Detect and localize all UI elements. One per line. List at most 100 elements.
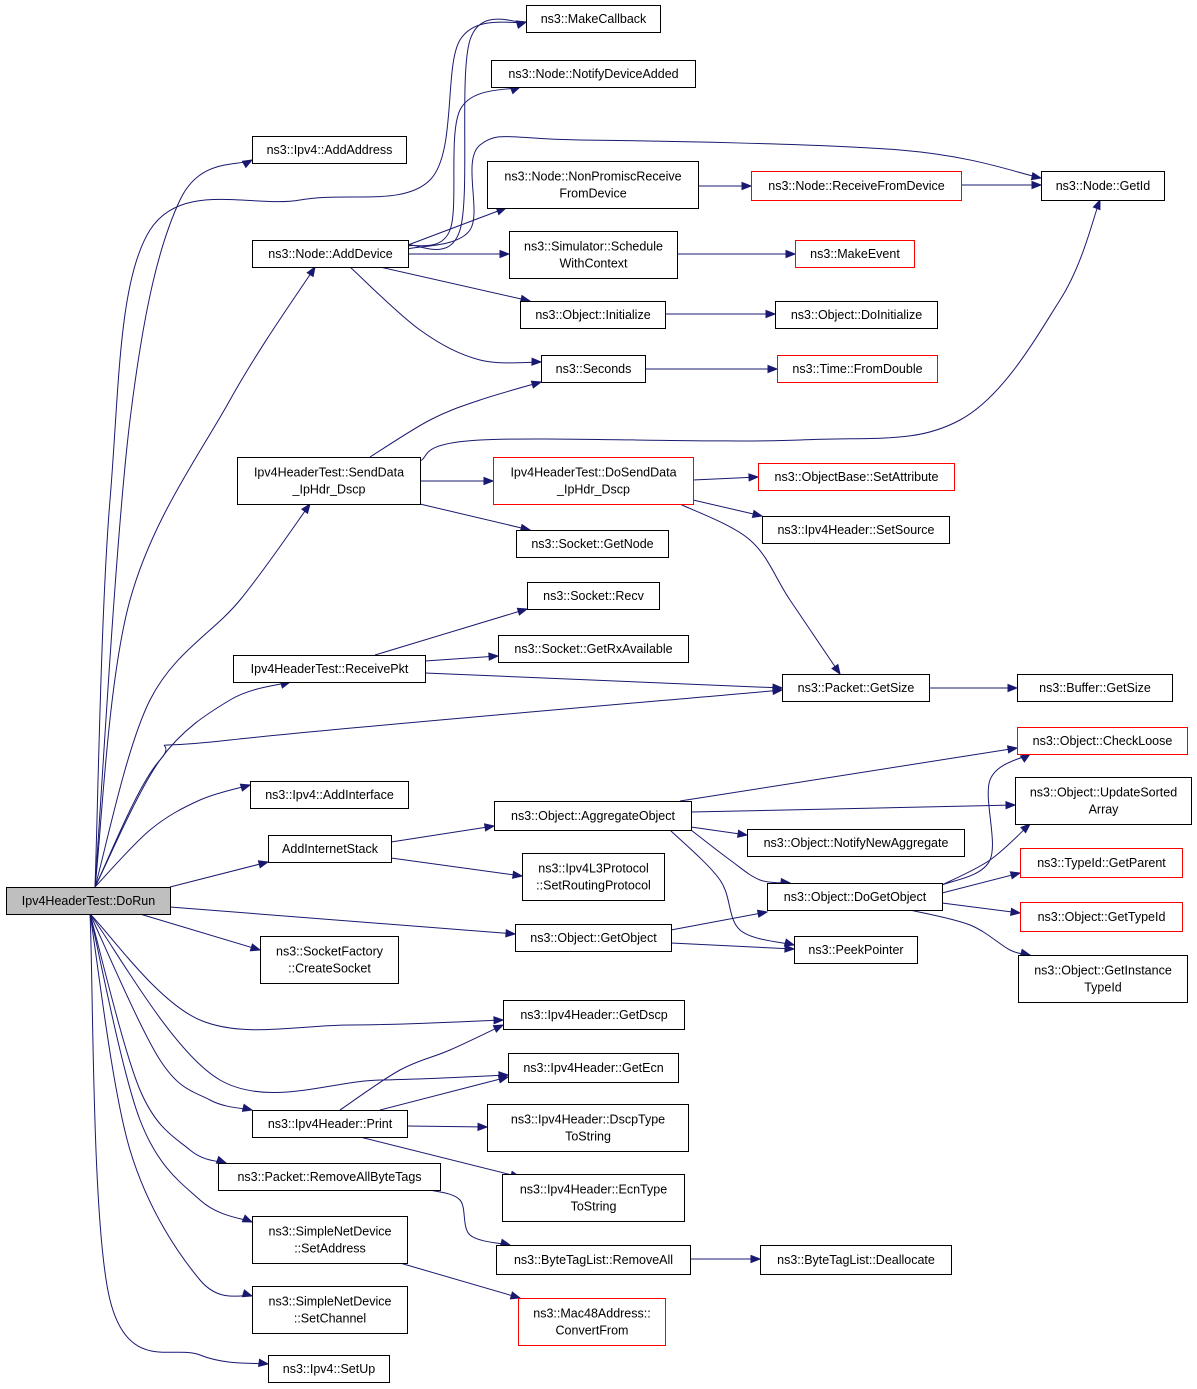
node-setsource[interactable]: ns3::Ipv4Header::SetSource <box>762 516 950 544</box>
node-box[interactable] <box>250 781 409 809</box>
node-setup[interactable]: ns3::Ipv4::SetUp <box>268 1355 390 1383</box>
node-box[interactable] <box>496 1245 691 1275</box>
node-makeevent[interactable]: ns3::MakeEvent <box>795 240 915 268</box>
node-box[interactable] <box>541 355 646 383</box>
node-box[interactable] <box>1041 171 1165 201</box>
node-box[interactable] <box>751 171 962 201</box>
node-box[interactable] <box>1020 902 1183 932</box>
node-btlrmall[interactable]: ns3::ByteTagList::RemoveAll <box>496 1245 691 1275</box>
node-box[interactable] <box>494 801 692 831</box>
node-box[interactable] <box>777 355 938 383</box>
node-box[interactable] <box>516 530 669 558</box>
node-box[interactable] <box>503 1000 685 1030</box>
node-box[interactable] <box>1015 777 1192 825</box>
node-box[interactable] <box>268 835 392 863</box>
node-box[interactable] <box>487 161 699 209</box>
node-btldealloc[interactable]: ns3::ByteTagList::Deallocate <box>760 1245 952 1275</box>
node-box[interactable] <box>518 1298 666 1346</box>
node-receivepkt[interactable]: Ipv4HeaderTest::ReceivePkt <box>233 655 426 683</box>
node-makecb[interactable]: ns3::MakeCallback <box>526 5 661 33</box>
node-addinet[interactable]: AddInternetStack <box>268 835 392 863</box>
node-box[interactable] <box>760 1245 952 1275</box>
node-notifynew[interactable]: ns3::Object::NotifyNewAggregate <box>747 829 965 857</box>
node-box[interactable] <box>218 1163 441 1191</box>
node-box[interactable] <box>758 463 955 491</box>
node-box[interactable] <box>502 1174 685 1222</box>
node-box[interactable] <box>260 936 399 984</box>
node-print[interactable]: ns3::Ipv4Header::Print <box>252 1110 408 1138</box>
node-box[interactable] <box>487 1104 689 1152</box>
node-box[interactable] <box>775 301 938 329</box>
node-gettypeid[interactable]: ns3::Object::GetTypeId <box>1020 902 1183 932</box>
node-box[interactable] <box>747 829 965 857</box>
node-box[interactable] <box>1017 727 1188 755</box>
node-box[interactable] <box>522 853 665 901</box>
node-dorun[interactable]: Ipv4HeaderTest::DoRun <box>6 887 171 915</box>
node-box[interactable] <box>782 674 930 702</box>
node-setchannel[interactable]: ns3::SimpleNetDevice::SetChannel <box>252 1286 408 1334</box>
node-convfrom[interactable]: ns3::Mac48Address::ConvertFrom <box>518 1298 666 1346</box>
node-setattr[interactable]: ns3::ObjectBase::SetAttribute <box>758 463 955 491</box>
node-getecn[interactable]: ns3::Ipv4Header::GetEcn <box>508 1053 679 1083</box>
node-box[interactable] <box>498 635 689 663</box>
node-objdoinit[interactable]: ns3::Object::DoInitialize <box>775 301 938 329</box>
node-box[interactable] <box>515 924 672 952</box>
node-box[interactable] <box>6 887 171 915</box>
node-recv[interactable]: ns3::Socket::Recv <box>527 582 660 610</box>
node-box[interactable] <box>526 5 661 33</box>
node-box[interactable] <box>252 1110 408 1138</box>
node-box[interactable] <box>795 240 915 268</box>
node-ipv4addif[interactable]: ns3::Ipv4::AddInterface <box>250 781 409 809</box>
node-getnode[interactable]: ns3::Socket::GetNode <box>516 530 669 558</box>
node-getparent[interactable]: ns3::TypeId::GetParent <box>1020 848 1183 878</box>
node-recvfromdev[interactable]: ns3::Node::ReceiveFromDevice <box>751 171 962 201</box>
node-getdscp[interactable]: ns3::Ipv4Header::GetDscp <box>503 1000 685 1030</box>
node-senddata[interactable]: Ipv4HeaderTest::SendData_IpHdr_Dscp <box>237 457 421 505</box>
node-fromdouble[interactable]: ns3::Time::FromDouble <box>777 355 938 383</box>
node-pktgetsize[interactable]: ns3::Packet::GetSize <box>782 674 930 702</box>
node-box[interactable] <box>233 655 426 683</box>
node-peekptr[interactable]: ns3::PeekPointer <box>794 936 918 964</box>
node-notifydev[interactable]: ns3::Node::NotifyDeviceAdded <box>491 60 696 88</box>
node-rmallbyte[interactable]: ns3::Packet::RemoveAllByteTags <box>218 1163 441 1191</box>
node-box[interactable] <box>491 60 696 88</box>
node-box[interactable] <box>268 1355 390 1383</box>
node-getrxavail[interactable]: ns3::Socket::GetRxAvailable <box>498 635 689 663</box>
node-objinit[interactable]: ns3::Object::Initialize <box>520 301 666 329</box>
node-sockcreate[interactable]: ns3::SocketFactory::CreateSocket <box>260 936 399 984</box>
node-box[interactable] <box>252 240 409 268</box>
node-box[interactable] <box>527 582 660 610</box>
node-getid[interactable]: ns3::Node::GetId <box>1041 171 1165 201</box>
node-box[interactable] <box>520 301 666 329</box>
node-box[interactable] <box>1020 848 1183 878</box>
node-box[interactable] <box>767 883 943 911</box>
node-setrouting[interactable]: ns3::Ipv4L3Protocol::SetRoutingProtocol <box>522 853 665 901</box>
node-dosenddata[interactable]: Ipv4HeaderTest::DoSendData_IpHdr_Dscp <box>493 457 694 505</box>
node-dogetobj[interactable]: ns3::Object::DoGetObject <box>767 883 943 911</box>
node-adddevice[interactable]: ns3::Node::AddDevice <box>252 240 409 268</box>
node-box[interactable] <box>509 231 678 279</box>
node-box[interactable] <box>252 1216 408 1264</box>
node-box[interactable] <box>794 936 918 964</box>
node-box[interactable] <box>252 1286 408 1334</box>
node-box[interactable] <box>252 136 407 164</box>
node-checkloose[interactable]: ns3::Object::CheckLoose <box>1017 727 1188 755</box>
node-seconds[interactable]: ns3::Seconds <box>541 355 646 383</box>
node-box[interactable] <box>237 457 421 505</box>
node-bufgetsize[interactable]: ns3::Buffer::GetSize <box>1017 674 1173 702</box>
node-box[interactable] <box>1018 955 1188 1003</box>
node-getobj[interactable]: ns3::Object::GetObject <box>515 924 672 952</box>
node-box[interactable] <box>762 516 950 544</box>
node-aggobj[interactable]: ns3::Object::AggregateObject <box>494 801 692 831</box>
node-box[interactable] <box>508 1053 679 1083</box>
node-box[interactable] <box>493 457 694 505</box>
node-setaddress[interactable]: ns3::SimpleNetDevice::SetAddress <box>252 1216 408 1264</box>
node-box[interactable] <box>1017 674 1173 702</box>
node-ipv4addaddr[interactable]: ns3::Ipv4::AddAddress <box>252 136 407 164</box>
